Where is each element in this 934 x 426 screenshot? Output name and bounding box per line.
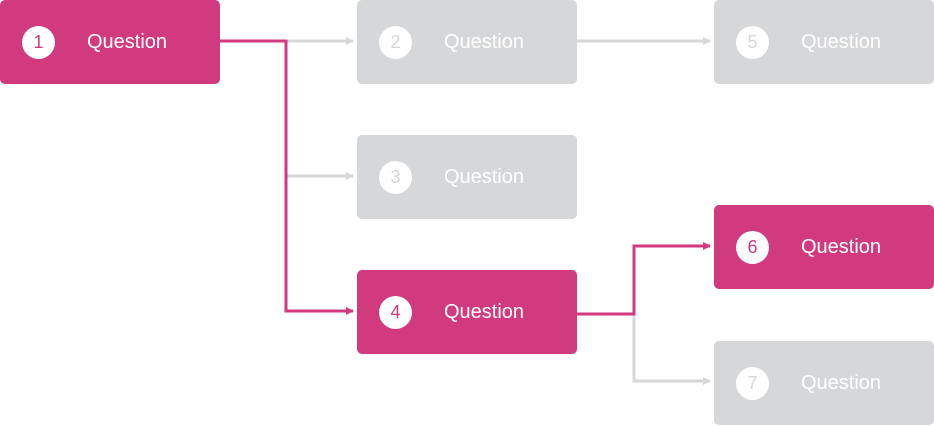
question-label: Question xyxy=(87,30,168,53)
step-number-badge: 6 xyxy=(736,230,769,264)
step-number-badge: 5 xyxy=(736,25,769,59)
question-label: Question xyxy=(801,30,882,53)
step-number-badge: 4 xyxy=(379,295,412,329)
step-number-badge: 1 xyxy=(22,25,55,59)
step-number-badge: 2 xyxy=(379,25,412,59)
question-label: Question xyxy=(801,371,882,394)
question-label: Question xyxy=(444,30,525,53)
question-node-5[interactable]: 5 Question xyxy=(714,0,934,84)
connector-4-to-7 xyxy=(632,311,711,385)
question-node-6[interactable]: 6 Question xyxy=(714,205,934,289)
question-label: Question xyxy=(444,300,525,323)
question-node-7[interactable]: 7 Question xyxy=(714,341,934,425)
question-node-4[interactable]: 4 Question xyxy=(357,270,577,354)
step-number-badge: 3 xyxy=(379,160,412,194)
question-label: Question xyxy=(444,165,525,188)
connector-1-to-4 xyxy=(219,39,354,315)
question-label: Question xyxy=(801,235,882,258)
question-node-3[interactable]: 3 Question xyxy=(357,135,577,219)
question-node-1[interactable]: 1 Question xyxy=(0,0,220,84)
connector-4-to-6 xyxy=(577,242,711,316)
question-node-2[interactable]: 2 Question xyxy=(357,0,577,84)
step-number-badge: 7 xyxy=(736,366,769,400)
